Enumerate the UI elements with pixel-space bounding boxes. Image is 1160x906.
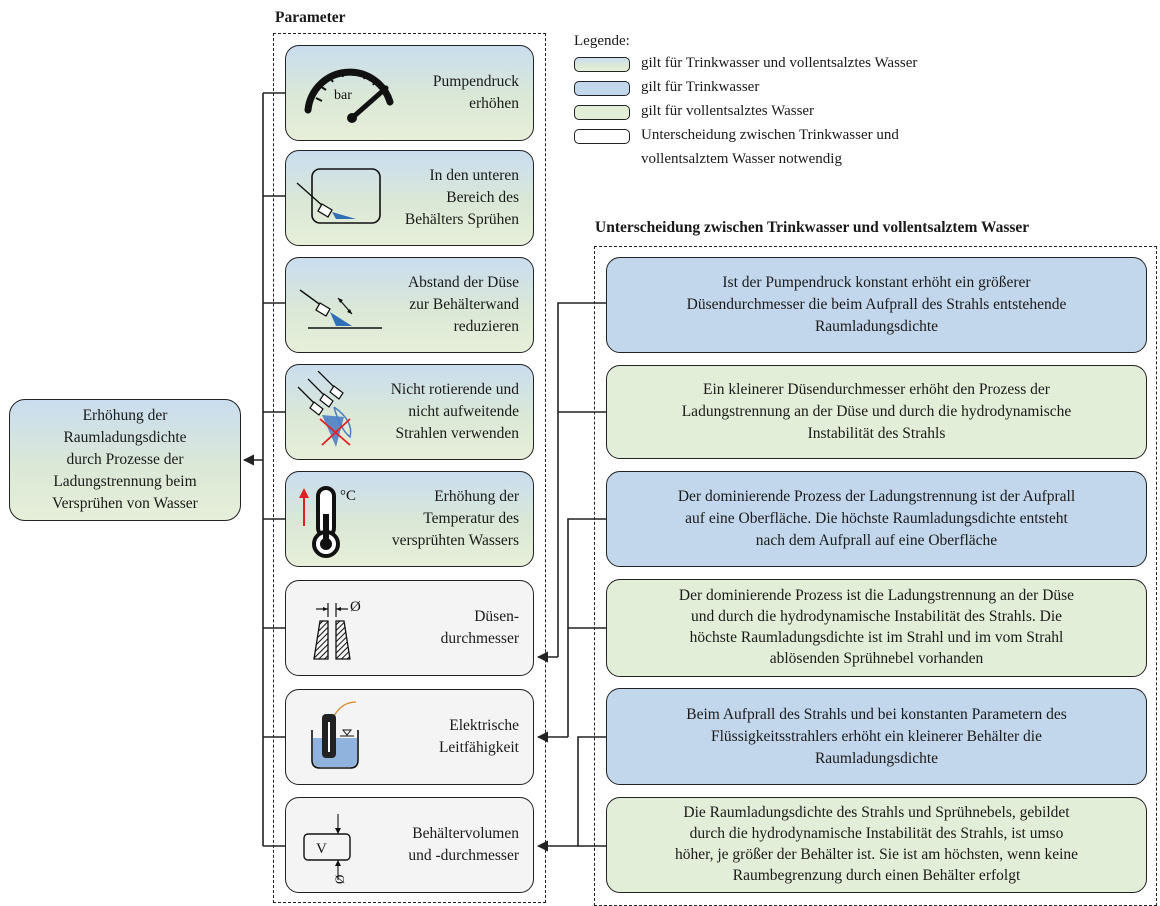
distinction-line: und durch die hydrodynamische Instabilit… bbox=[690, 608, 1063, 626]
distinction-box-4: Der dominierende Prozess ist die Ladungs… bbox=[606, 579, 1147, 677]
distinction-line: Ist der Pumpendruck konstant erhöht ein … bbox=[722, 274, 1031, 291]
parameter-label: zur Behälterwand bbox=[409, 296, 519, 313]
goal-line: Versprühen von Wasser bbox=[52, 495, 198, 512]
parameter-heading: Parameter bbox=[275, 9, 346, 26]
parameter-label: In den unteren bbox=[429, 167, 519, 184]
goal-line: Ladungstrennung beim bbox=[53, 473, 197, 490]
legend-title: Legende: bbox=[574, 33, 630, 49]
distinction-line: auf eine Oberfläche. Die höchste Raumlad… bbox=[685, 510, 1068, 527]
legend-label-both: gilt für Trinkwasser und vollentsalztes … bbox=[641, 55, 918, 71]
nozzle-diameter-icon: Ø bbox=[313, 599, 361, 660]
distinction-line: Der dominierende Prozess der Ladungstren… bbox=[677, 488, 1076, 505]
parameter-label: Elektrische bbox=[449, 717, 519, 734]
parameter-label: Pumpendruck bbox=[432, 73, 519, 90]
distinction-line: Der dominierende Prozess ist die Ladungs… bbox=[678, 587, 1075, 605]
parameter-label: nicht aufweitende bbox=[408, 403, 519, 420]
parameter-label: Behältervolumen bbox=[412, 825, 519, 842]
parameter-label: Strahlen verwenden bbox=[395, 425, 519, 442]
distinction-box-6: Die Raumladungsdichte des Strahls und Sp… bbox=[606, 797, 1147, 893]
parameter-pumpendruck: bar Pumpendruck erhöhen bbox=[285, 45, 534, 141]
legend-label-vollentsalzt: gilt für vollentsalztes Wasser bbox=[641, 103, 815, 119]
legend-swatch-neutral bbox=[574, 129, 630, 144]
parameter-label: und -durchmesser bbox=[408, 847, 519, 864]
distinction-line: Raumbegrenzung durch einen Behälter erfo… bbox=[732, 866, 1021, 884]
legend-label-neutral-line2: vollentsalztem Wasser notwendig bbox=[641, 151, 842, 167]
parameter-label: Erhöhung der bbox=[434, 488, 519, 505]
parameter-label: Temperatur des bbox=[423, 510, 519, 527]
distinction-line: Instabilität des Strahls bbox=[807, 425, 946, 442]
parameter-label: erhöhen bbox=[469, 95, 519, 112]
parameter-label: Leitfähigkeit bbox=[438, 739, 519, 756]
legend-label-neutral: Unterscheidung zwischen Trinkwasser und bbox=[641, 127, 899, 143]
thermometer-icon: °C bbox=[299, 486, 356, 558]
spray-container-icon bbox=[296, 168, 381, 224]
distinction-line: Düsendurchmesser die beim Aufprall des S… bbox=[686, 296, 1067, 313]
parameter-label: reduzieren bbox=[453, 318, 519, 335]
distinction-line: durch die hydrodynamische Instabilität d… bbox=[689, 825, 1064, 843]
distinction-box-5: Beim Aufprall des Strahls und bei konsta… bbox=[606, 688, 1147, 785]
goal-line: Raumladungsdichte bbox=[63, 429, 187, 446]
legend-swatch-trinkwasser bbox=[574, 81, 630, 96]
parameter-label: durchmesser bbox=[440, 630, 519, 647]
gauge-unit-text: bar bbox=[334, 88, 352, 103]
nozzle-distance-icon bbox=[299, 289, 382, 329]
parameter-label: Abstand der Düse bbox=[407, 274, 519, 291]
volume-symbol: V bbox=[316, 841, 327, 857]
parameter-temperatur: °C Erhöhung der Temperatur des versprüht… bbox=[285, 471, 534, 567]
distinction-line: ablösenden Sprühnebel vorhanden bbox=[769, 649, 984, 667]
goal-line: Erhöhung der bbox=[82, 407, 168, 424]
parameter-behaeltervolumen: V Ø Behältervolumen und -durchmesser bbox=[285, 797, 534, 893]
conductivity-icon bbox=[311, 701, 359, 769]
container-volume-icon: V Ø bbox=[303, 814, 351, 884]
distinction-line: Flüssigkeitsstrahlers erhöht ein kleiner… bbox=[710, 727, 1042, 745]
distinction-box-3: Der dominierende Prozess der Ladungstren… bbox=[606, 471, 1147, 567]
parameter-leitfaehigkeit: Elektrische Leitfähigkeit bbox=[285, 689, 534, 785]
distinction-line: höher, je größer der Behälter ist. Sie i… bbox=[674, 846, 1079, 863]
parameter-duesendurchmesser: Ø Düsen- durchmesser bbox=[285, 580, 534, 676]
gauge-icon: bar bbox=[304, 68, 394, 123]
distinction-line: nach dem Aufprall auf eine Oberfläche bbox=[755, 532, 998, 549]
parameter-label: Behälters Sprühen bbox=[404, 211, 519, 228]
legend-label-trinkwasser: gilt für Trinkwasser bbox=[641, 79, 760, 95]
goal-line: durch Prozesse der bbox=[66, 451, 184, 468]
celsius-text: °C bbox=[340, 488, 356, 504]
parameter-label: Nicht rotierende und bbox=[390, 381, 519, 398]
distinction-line: Ladungstrennung an der Düse und durch di… bbox=[681, 403, 1072, 420]
legend-swatch-both bbox=[574, 57, 630, 72]
jets-icon bbox=[297, 371, 352, 447]
distinction-box-2: Ein kleinerer Düsendurchmesser erhöht de… bbox=[606, 365, 1147, 459]
parameter-label: Düsen- bbox=[474, 608, 519, 625]
distinction-line: Beim Aufprall des Strahls und bei konsta… bbox=[686, 705, 1067, 723]
diameter-symbol: Ø bbox=[332, 875, 347, 884]
distinction-line: höchste Raumladungsdichte ist im Strahl … bbox=[689, 629, 1064, 646]
distinction-line: Raumladungsdichte bbox=[814, 318, 939, 335]
goal-box: Erhöhung der Raumladungsdichte durch Pro… bbox=[9, 399, 241, 521]
diameter-symbol: Ø bbox=[350, 599, 361, 615]
distinction-box-1: Ist der Pumpendruck konstant erhöht ein … bbox=[606, 257, 1147, 353]
parameter-unterer-bereich: In den unteren Bereich des Behälters Spr… bbox=[285, 150, 534, 246]
parameter-strahlen: Nicht rotierende und nicht aufweitende S… bbox=[285, 364, 534, 460]
distinction-line: Die Raumladungsdichte des Strahls und Sp… bbox=[683, 804, 1070, 822]
parameter-abstand: Abstand der Düse zur Behälterwand reduzi… bbox=[285, 257, 534, 353]
distinction-line: Raumladungsdichte bbox=[814, 749, 939, 767]
distinction-heading: Unterscheidung zwischen Trinkwasser und … bbox=[595, 219, 1030, 236]
distinction-line: Ein kleinerer Düsendurchmesser erhöht de… bbox=[703, 381, 1050, 398]
parameter-label: Bereich des bbox=[446, 189, 519, 206]
parameter-label: versprühten Wassers bbox=[391, 532, 519, 549]
legend-swatch-vollentsalzt bbox=[574, 105, 630, 120]
